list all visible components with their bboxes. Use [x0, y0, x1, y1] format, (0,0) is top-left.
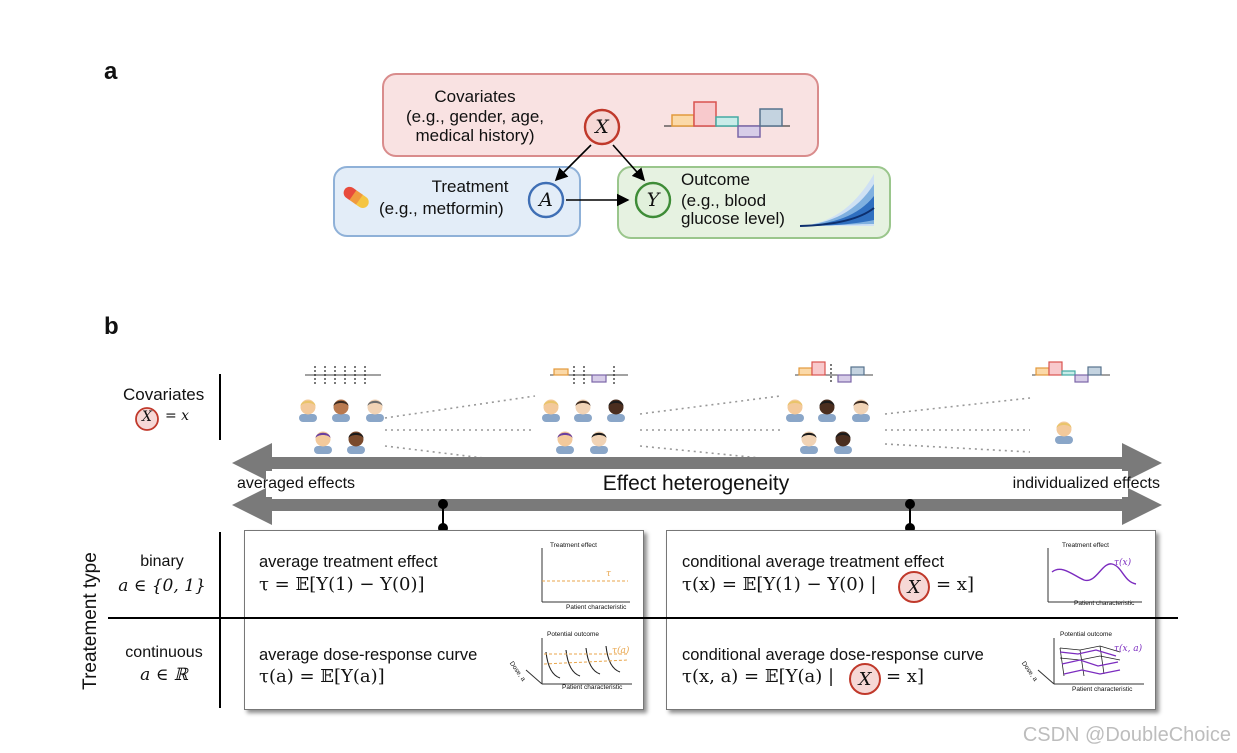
treatment-type-label: Treatement type: [80, 552, 101, 690]
ate-plot-xlabel: Patient characteristic: [566, 604, 627, 611]
ate-plot-curve-label: τ: [606, 569, 611, 579]
adrf-plot-curve-label: τ(a): [612, 646, 630, 656]
covariates-example-line1: (e.g., gender, age,: [406, 107, 544, 126]
cadrf-plot: [1037, 638, 1144, 685]
covariates-row-divider: [219, 374, 221, 440]
patient-avatar-icon: [800, 431, 818, 454]
cate-plot-xlabel: Patient characteristic: [1074, 600, 1135, 607]
cadrf-x-node: [849, 663, 881, 695]
covariate-histogram-icon: [664, 101, 790, 138]
histogram-more-icon: [795, 361, 873, 384]
patient-avatar-icon: [607, 399, 625, 422]
node-x: X: [595, 116, 609, 138]
adrf-plot-xlabel: Patient characteristic: [562, 684, 623, 691]
ate-plot-ylabel: Treatment effect: [550, 542, 597, 549]
cadrf-formula-left: τ(x, a) = 𝔼[Y(a) |: [682, 666, 835, 687]
cadrf-plot-xlabel: Patient characteristic: [1072, 686, 1133, 693]
pill-icon: [343, 186, 369, 209]
covariates-row-label: Covariates: [123, 385, 205, 404]
covariate-x-equation: = x: [165, 408, 190, 424]
card-row-divider: [220, 617, 1178, 619]
cadrf-plot-ylabel: Potential outcome: [1060, 631, 1113, 638]
histogram-partial-icon: [550, 366, 628, 384]
treatment-example: (e.g., metformin): [379, 199, 504, 218]
patient-avatar-icon: [1055, 421, 1073, 444]
outcome-example-line1: (e.g., blood: [681, 191, 767, 210]
covariates-title: Covariates: [434, 87, 516, 106]
axis-left-label: averaged effects: [237, 475, 356, 492]
cate-plot-ylabel: Treatment effect: [1062, 542, 1109, 549]
patient-avatar-icon: [332, 399, 350, 422]
cadrf-plot-curve-label: τ(x, a): [1114, 644, 1143, 654]
ate-plot: [541, 548, 630, 603]
patient-avatar-icon: [542, 399, 560, 422]
patient-avatar-icon: [852, 399, 870, 422]
axis-center-label: Effect heterogeneity: [602, 472, 790, 495]
card-right: [666, 530, 1156, 710]
histogram-dashed-icon: [305, 366, 381, 384]
histogram-full-icon: [1032, 361, 1110, 383]
effect-heterogeneity-axis: [232, 443, 1162, 525]
cate-x-node: [898, 571, 930, 603]
adrf-formula: τ(a) = 𝔼[Y(a)]: [259, 666, 385, 687]
outcome-title: Outcome: [681, 170, 750, 189]
ate-title: average treatment effect: [259, 553, 438, 571]
outcome-example-line2: glucose level): [681, 209, 785, 228]
binary-label: binary: [140, 553, 184, 570]
node-a: A: [539, 189, 553, 211]
patient-avatar-icon: [574, 399, 592, 422]
card-left: [244, 530, 644, 710]
treatment-title: Treatment: [431, 177, 509, 196]
group-connector-lines: [384, 395, 1031, 461]
cate-formula-left: τ(x) = 𝔼[Y(1) − Y(0) |: [682, 574, 877, 595]
patient-avatar-icon: [347, 431, 365, 454]
covariates-example-line2: medical history): [415, 126, 535, 145]
patient-avatar-icon: [834, 431, 852, 454]
continuous-domain: a ∈ ℝ: [140, 665, 188, 685]
watermark: CSDN @DoubleChoice: [1022, 724, 1231, 746]
patient-avatar-icon: [786, 399, 804, 422]
adrf-title: average dose-response curve: [259, 646, 478, 664]
covariate-x-node-small: [135, 407, 159, 431]
continuous-label: continuous: [125, 644, 203, 661]
cate-plot-curve-label: τ(x): [1114, 558, 1132, 568]
panel-b-letter: b: [104, 313, 119, 340]
cadrf-x-node-label: X: [858, 669, 872, 690]
node-y: Y: [646, 189, 660, 211]
glucose-curve-icon: [799, 174, 875, 227]
adrf-plot-ylabel: Potential outcome: [547, 631, 600, 638]
cate-x-node-label: X: [907, 577, 921, 598]
cate-formula-right: = x]: [936, 574, 974, 595]
cate-plot: [1047, 548, 1142, 603]
patient-avatar-icon: [590, 431, 608, 454]
patient-avatar-icon: [366, 399, 384, 422]
cate-title: conditional average treatment effect: [682, 553, 945, 571]
treatment-type-divider: [219, 532, 221, 708]
patient-avatar-icon: [818, 399, 836, 422]
causal-graph: [527, 108, 672, 219]
connector-pins: [438, 499, 915, 533]
cadrf-formula-right: = x]: [886, 666, 924, 687]
adrf-plot: [525, 638, 632, 685]
axis-right-label: individualized effects: [1012, 475, 1160, 492]
covariate-x-node-label: X: [142, 409, 152, 425]
patient-avatar-icon: [314, 431, 332, 454]
ate-formula: τ = 𝔼[Y(1) − Y(0)]: [259, 574, 425, 595]
patient-avatar-icon: [299, 399, 317, 422]
panel-a-letter: a: [104, 58, 118, 85]
patient-avatar-icon: [556, 431, 574, 454]
cadrf-title: conditional average dose-response curve: [682, 646, 984, 664]
binary-domain: a ∈ {0, 1}: [118, 576, 206, 596]
